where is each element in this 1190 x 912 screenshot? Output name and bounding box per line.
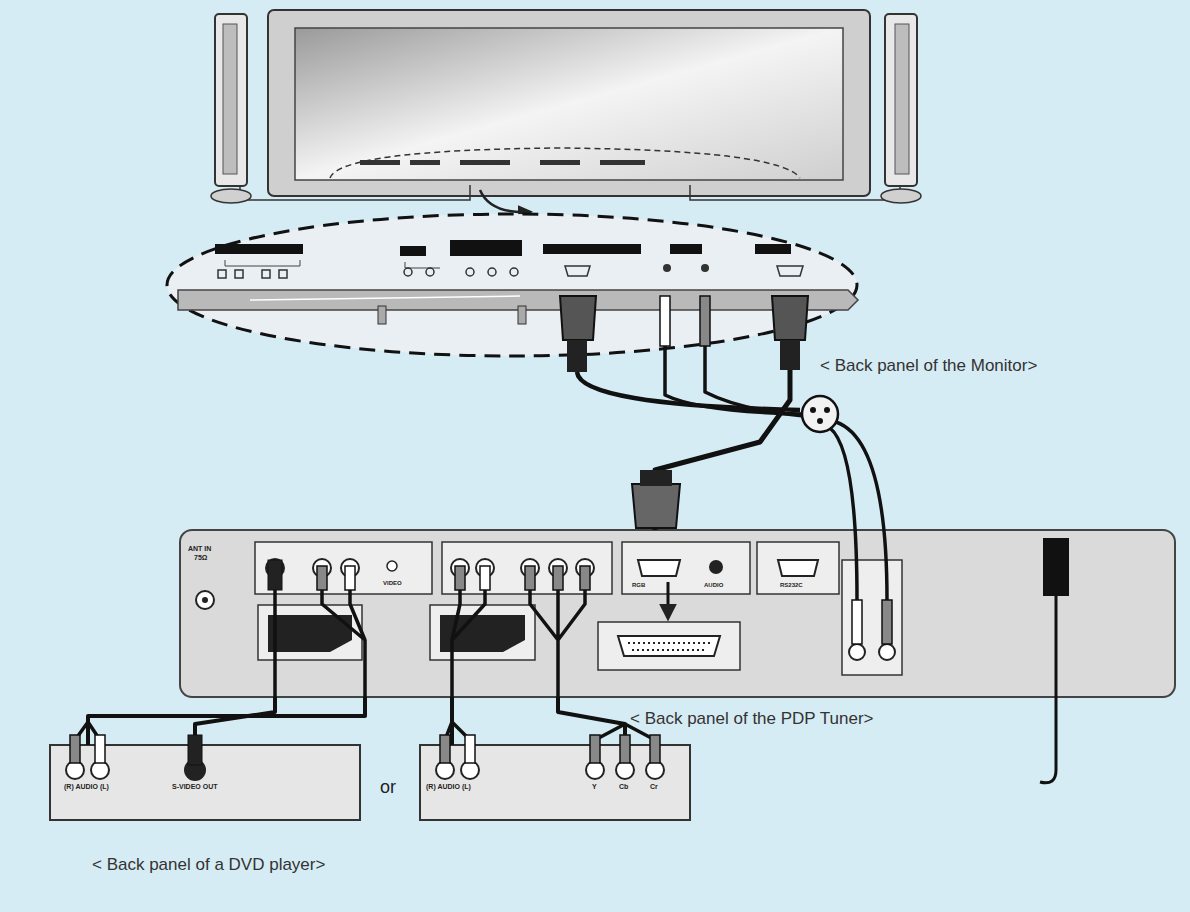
port-label: 75Ω <box>194 554 207 562</box>
port-label: (R) AUDIO (L) <box>64 783 109 791</box>
caption: < Back panel of a DVD player> <box>92 856 325 875</box>
port-label: VIDEO <box>383 580 402 587</box>
cable <box>195 697 275 745</box>
port-label: ANT IN <box>188 545 211 553</box>
monitor-back-panel: < Back panel of the Monitor> <box>167 213 857 357</box>
monitor-front <box>240 10 900 200</box>
panel-caption: < Back panel of the PDP Tuner> <box>630 710 874 729</box>
cable-wires <box>75 346 887 740</box>
port-label: Cb <box>619 783 628 791</box>
dvd-player-panel: (R) AUDIO (L) Y Cb Cr <box>420 745 690 820</box>
port-label: RS232C <box>780 582 803 589</box>
monitor-back-panel <box>167 214 858 356</box>
speaker <box>211 14 921 203</box>
port-label: RGB <box>632 582 645 589</box>
cable <box>88 697 365 745</box>
port-label: S-VIDEO OUT <box>172 783 218 791</box>
port-label: Cr <box>650 783 658 791</box>
zoom-arrow <box>480 190 530 212</box>
port-label: AUDIO <box>704 582 723 589</box>
plugs <box>70 296 892 765</box>
or-text: or <box>380 778 396 798</box>
panel-caption: < Back panel of the Monitor> <box>820 357 1037 376</box>
tuner-back-panel: ANT IN75ΩVIDEORGBAUDIORS232C< Back panel… <box>180 530 1175 697</box>
port-label: (R) AUDIO (L) <box>426 783 471 791</box>
dvd-player-panel: (R) AUDIO (L) S-VIDEO OUT <box>50 745 360 820</box>
port-label: Y <box>592 783 597 791</box>
